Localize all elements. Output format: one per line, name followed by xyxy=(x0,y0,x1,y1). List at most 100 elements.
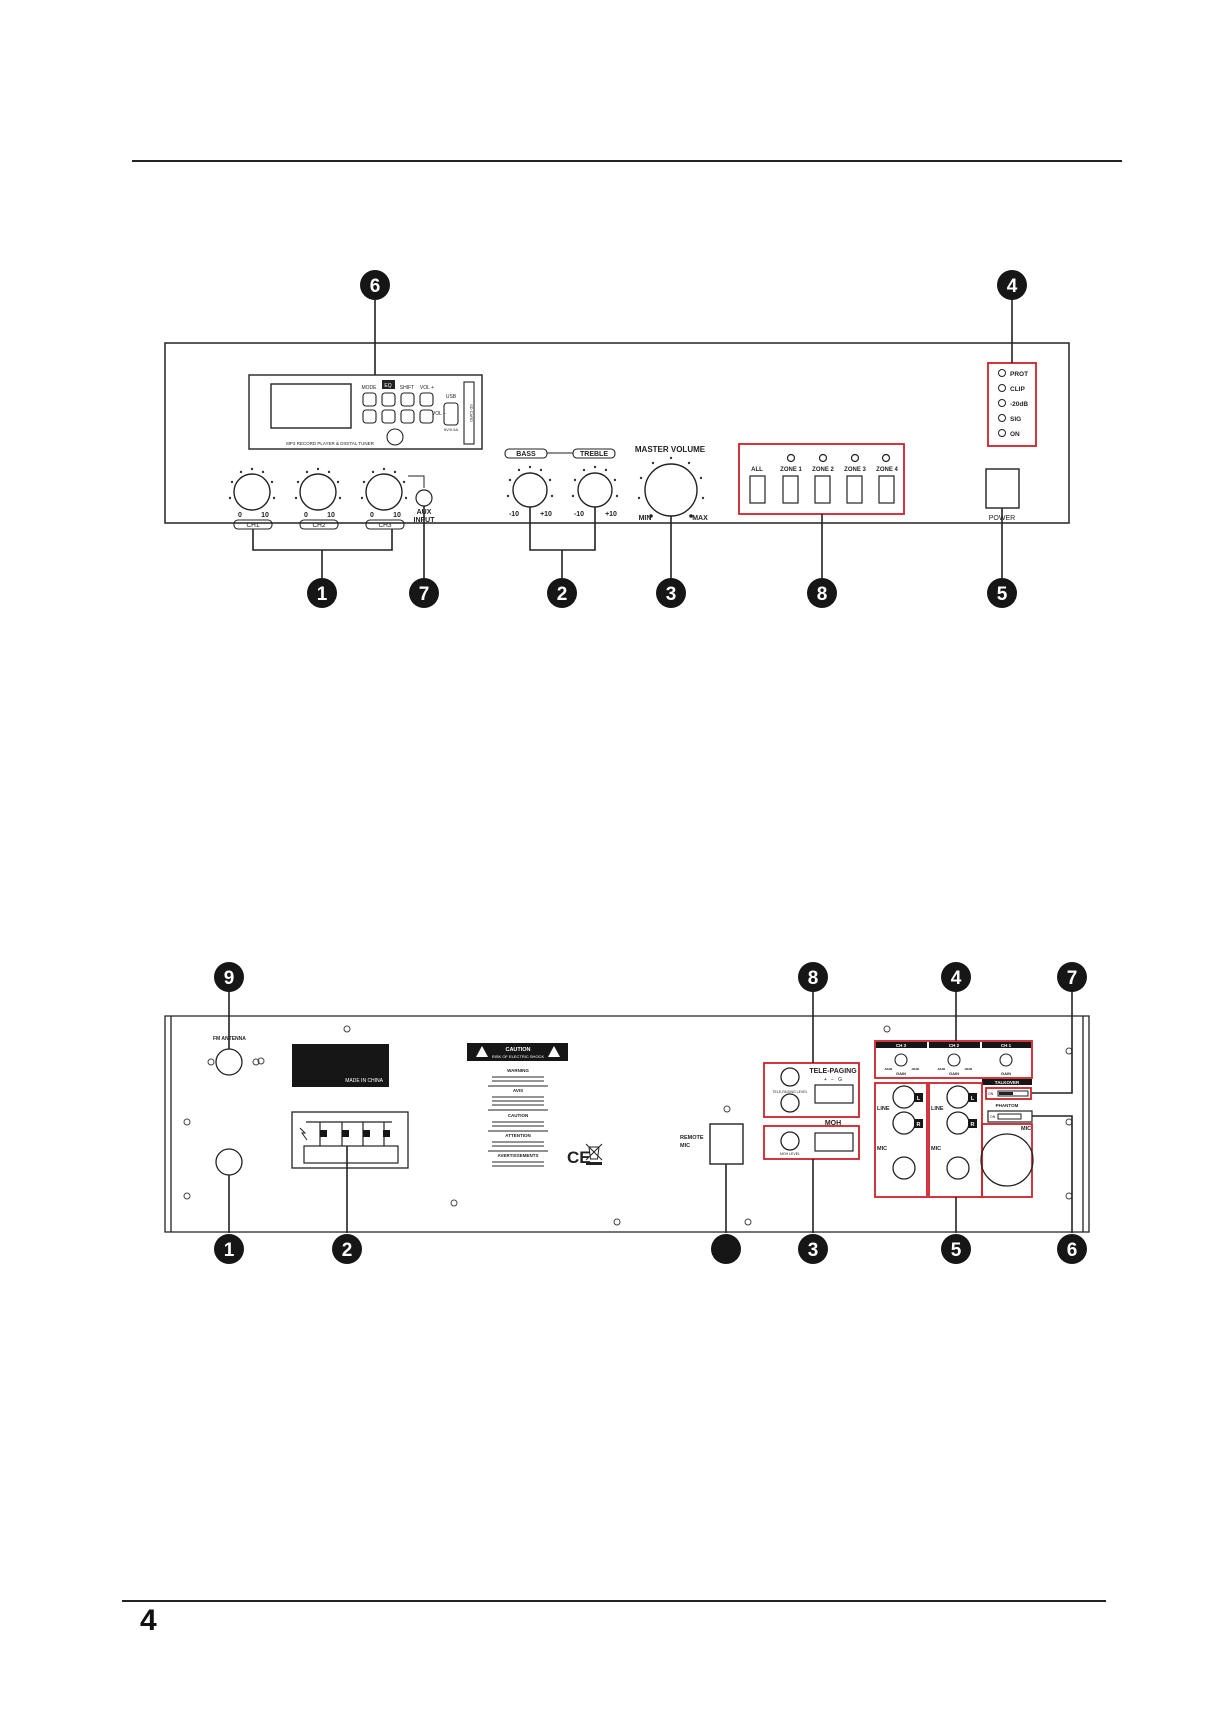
zone-switches: ALL ZONE 1 ZONE 2 ZONE 3 ZONE 4 xyxy=(738,443,905,515)
telepaging-label: TELE-PAGING xyxy=(809,1068,857,1075)
ch1-scale-max: 10 xyxy=(261,512,269,519)
svg-text:4: 4 xyxy=(951,968,962,989)
ch3-scale-min: 0 xyxy=(370,512,374,519)
remote-mic: REMOTE MIC xyxy=(680,1123,744,1165)
ch2-l-label: L xyxy=(971,1096,975,1102)
telepaging-level-label: TELE-PAGING LEVEL xyxy=(772,1090,807,1094)
attention-heading: ATTENTION xyxy=(505,1133,530,1138)
callout-5: 5 xyxy=(987,578,1017,608)
moh-section: MOH LEVEL MOH xyxy=(763,1120,860,1160)
serial-label: MADE IN CHINA xyxy=(292,1044,389,1087)
avertissements-heading: AVERTISSEMENTS xyxy=(498,1153,539,1158)
page-number: 4 xyxy=(140,1604,157,1637)
callout-1: 1 xyxy=(214,1234,244,1264)
ch3-line-label: LINE xyxy=(877,1106,890,1112)
tele-paging-section: TELE-PAGING LEVEL TELE-PAGING + − G xyxy=(763,1062,860,1118)
zone-all-label: ALL xyxy=(751,467,763,473)
module-button-mode: MODE xyxy=(362,385,378,391)
ch2-gain-min: -64dB xyxy=(937,1067,946,1071)
ch3-mic-label: MIC xyxy=(877,1146,887,1152)
warning-heading: WARNING xyxy=(507,1068,529,1073)
ch3-scale-max: 10 xyxy=(393,512,401,519)
led-on: ON xyxy=(1010,431,1020,438)
compliance-marks: CE xyxy=(567,1143,603,1167)
ch2-gain-label: GAIN xyxy=(949,1071,959,1076)
ch2-gain-max: -30dB xyxy=(964,1067,973,1071)
svg-text:6: 6 xyxy=(1067,1240,1078,1261)
aux-input: AUX INPUT xyxy=(408,475,435,524)
ch2-mic-label: MIC xyxy=(931,1146,941,1152)
talkover-section: TALKOVER ON xyxy=(982,1079,1032,1100)
led-sig: SIG xyxy=(1010,416,1021,423)
module-button-vol-down: VOL − xyxy=(432,411,446,417)
callout-3: 3 xyxy=(656,578,686,608)
sd-card-label: SD CARD xyxy=(469,404,474,422)
talkover-on-label: ON xyxy=(988,1092,994,1096)
callout-1: 1 xyxy=(307,578,337,608)
front-panel: MODE EQ SHIFT VOL + VOL − USB 5V/0.5A SD… xyxy=(164,270,1070,608)
treble-max: +10 xyxy=(605,511,617,518)
master-volume: MASTER VOLUME MIN MAX xyxy=(635,445,708,522)
svg-text:3: 3 xyxy=(808,1240,819,1261)
svg-text:7: 7 xyxy=(419,584,430,605)
usb-label: USB xyxy=(446,394,457,400)
callout-7: 7 xyxy=(1057,962,1087,992)
bottom-rule xyxy=(122,1600,1106,1602)
led-20db: -20dB xyxy=(1010,401,1028,408)
ch2-line-label: LINE xyxy=(931,1106,944,1112)
ch3-r-label: R xyxy=(917,1122,921,1128)
talkover-label: TALKOVER xyxy=(995,1080,1020,1085)
module-button-vol-up: VOL + xyxy=(420,385,434,391)
ch3-gain-max: -30dB xyxy=(911,1067,920,1071)
svg-text:5: 5 xyxy=(951,1240,962,1261)
callout-9: 9 xyxy=(214,962,244,992)
ch1-gain-label: GAIN xyxy=(1001,1071,1011,1076)
led-clip: CLIP xyxy=(1010,386,1025,393)
svg-text:5: 5 xyxy=(997,584,1008,605)
caution-subtitle: RISK OF ELECTRIC SHOCK xyxy=(492,1054,545,1059)
tone-controls: BASS TREBLE -10 +10 -10 +10 xyxy=(504,448,619,518)
input-connectors: L R L R LINE LINE MIC MIC MIC xyxy=(874,1082,1034,1198)
rear-callouts: 9 8 4 7 1 2 3 5 6 xyxy=(214,962,1087,1264)
callout-4: 4 xyxy=(941,962,971,992)
rear-leader-lines xyxy=(228,990,1073,1233)
svg-text:8: 8 xyxy=(817,584,828,605)
zone4-label: ZONE 4 xyxy=(876,467,898,473)
ch3-gain-label: GAIN xyxy=(896,1071,906,1076)
telepaging-pins: + − G xyxy=(824,1077,842,1083)
front-callouts: 6 4 1 7 2 3 8 5 xyxy=(307,270,1027,608)
zone2-label: ZONE 2 xyxy=(812,467,834,473)
remote-label: REMOTE xyxy=(680,1135,704,1141)
callout-8: 8 xyxy=(798,962,828,992)
phantom-label: PHANTOM xyxy=(996,1103,1019,1108)
svg-text:1: 1 xyxy=(317,584,328,605)
callout-8: 8 xyxy=(807,578,837,608)
master-min: MIN xyxy=(639,515,652,522)
callout-5: 5 xyxy=(941,1234,971,1264)
usb-spec: 5V/0.5A xyxy=(444,427,459,432)
ch1-mic-label: MIC xyxy=(1021,1126,1031,1132)
master-volume-label: MASTER VOLUME xyxy=(635,445,706,454)
svg-text:6: 6 xyxy=(370,276,381,297)
ch2-label: CH2 xyxy=(312,522,325,529)
ch1-label: CH1 xyxy=(246,522,259,529)
led-prot: PROT xyxy=(1010,371,1028,378)
ch1-scale-min: 0 xyxy=(238,512,242,519)
module-caption: MP3 RECORD PLAYER & DIGITAL TUNER xyxy=(286,441,375,446)
channel-volume-knobs: 0 10 0 10 0 10 CH1 CH2 CH3 xyxy=(228,467,408,530)
remote-mic-label: MIC xyxy=(680,1143,690,1149)
caution-heading: CAUTION xyxy=(508,1113,529,1118)
fm-antenna: FM ANTENNA xyxy=(207,1036,260,1176)
callout-6: 6 xyxy=(1057,1234,1087,1264)
bass-max: +10 xyxy=(540,511,552,518)
caution-block: CAUTION RISK OF ELECTRIC SHOCK WARNING A… xyxy=(467,1043,568,1167)
svg-text:1: 1 xyxy=(224,1240,235,1261)
rear-panel: FM ANTENNA MADE IN CHINA CAUTIO xyxy=(164,962,1090,1264)
ch1-gain-title: CH 1 xyxy=(1001,1043,1012,1048)
module-button-eq: EQ xyxy=(384,383,391,389)
ch2-scale-max: 10 xyxy=(327,512,335,519)
master-max: MAX xyxy=(692,515,708,522)
svg-text:8: 8 xyxy=(808,968,819,989)
svg-text:2: 2 xyxy=(557,584,568,605)
